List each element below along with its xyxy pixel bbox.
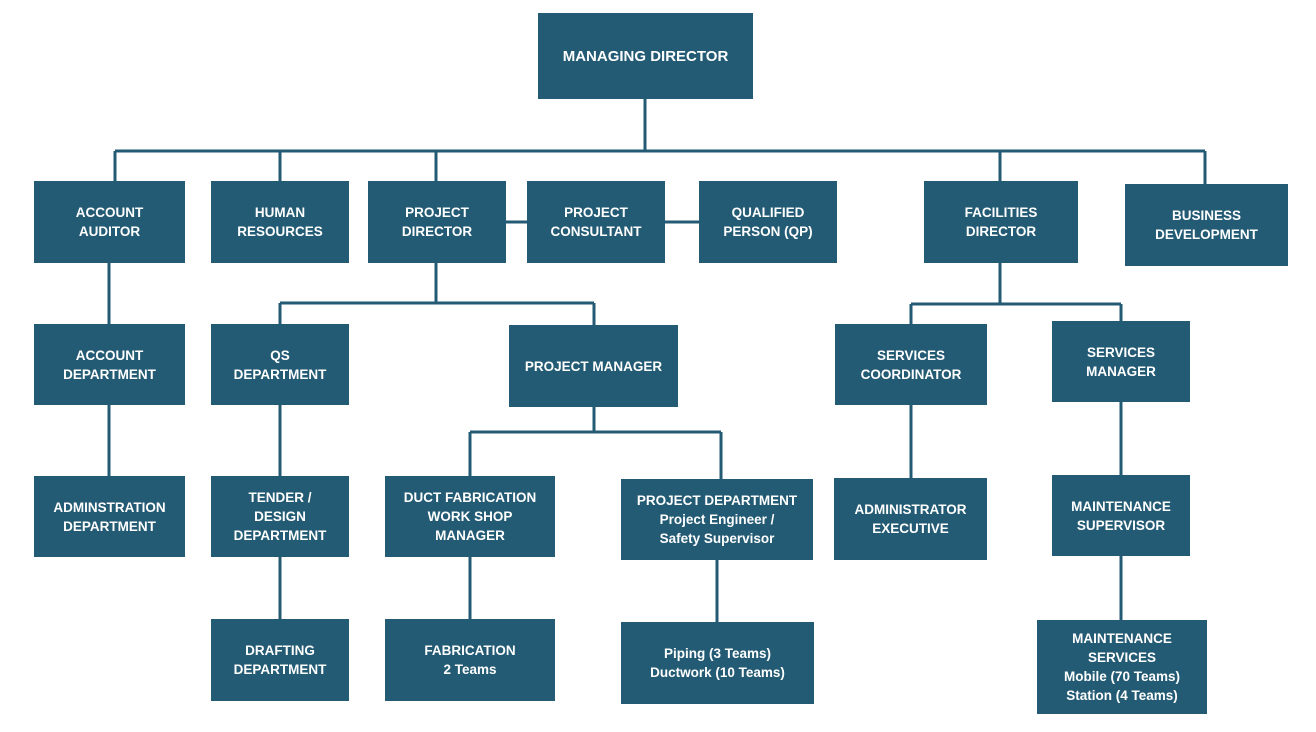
services-manager-box: SERVICES MANAGER [1052, 321, 1190, 402]
node-label: TENDER / [248, 490, 312, 505]
node-label: AUDITOR [78, 224, 141, 239]
node-label: DEPARTMENT [233, 528, 327, 543]
node-label: Project Engineer / [659, 512, 775, 527]
node-label: Station (4 Teams) [1066, 688, 1178, 703]
node-label: MANAGER [435, 528, 505, 543]
maintenance-supervisor-box: MAINTENANCE SUPERVISOR [1052, 475, 1190, 556]
node-label: FACILITIES [964, 205, 1038, 220]
tender-design-department-box: TENDER / DESIGN DEPARTMENT [211, 476, 349, 557]
project-manager-box: PROJECT MANAGER [509, 325, 678, 407]
node-label: MAINTENANCE [1071, 498, 1171, 514]
node-label: DEPARTMENT [63, 518, 156, 534]
maintenance-services-box: MAINTENANCE SERVICES Mobile (70 Teams) S… [1037, 620, 1207, 714]
node-label: DEVELOPMENT [1155, 227, 1258, 242]
account-department-box: ACCOUNT DEPARTMENT [34, 324, 185, 405]
node-label: MANAGER [1086, 363, 1156, 379]
node-label: PROJECT MANAGER [524, 358, 663, 374]
project-consultant-box: PROJECT CONSULTANT [527, 181, 665, 263]
node-label: DUCT FABRICATION [403, 490, 537, 505]
node-label: DIRECTOR [965, 224, 1037, 239]
project-department-box: PROJECT DEPARTMENT Project Engineer / Sa… [621, 479, 813, 560]
node-label: COORDINATOR [860, 366, 962, 382]
administration-department-box: ADMINSTRATION DEPARTMENT [34, 476, 185, 557]
node-label: SERVICES [876, 347, 946, 363]
node-label: MAINTENANCE [1072, 631, 1172, 646]
node-label: BUSINESS [1171, 208, 1242, 223]
node-label: PROJECT [405, 205, 469, 220]
node-label: ADMINSTRATION [53, 499, 166, 515]
node-label: DRAFTING [245, 643, 315, 658]
node-label: ACCOUNT [75, 205, 144, 220]
node-label: DEPARTMENT [233, 366, 327, 382]
node-label: DEPARTMENT [63, 366, 156, 382]
node-label: SUPERVISOR [1076, 517, 1166, 533]
node-label: DIRECTOR [401, 224, 473, 239]
node-label: Piping (3 Teams) [663, 646, 772, 661]
business-development-box: BUSINESS DEVELOPMENT [1125, 184, 1288, 266]
node-label: QS [270, 347, 290, 363]
duct-fabrication-manager-box: DUCT FABRICATION WORK SHOP MANAGER [385, 476, 555, 557]
qualified-person-box: QUALIFIED PERSON (QP) [699, 181, 837, 263]
node-label: SERVICES [1086, 344, 1156, 360]
managing-director-box: MANAGING DIRECTOR [538, 13, 753, 99]
node-label: QUALIFIED [731, 205, 805, 220]
node-label: PROJECT [564, 205, 628, 220]
node-label: FABRICATION [424, 643, 516, 658]
facilities-director-box: FACILITIES DIRECTOR [924, 181, 1078, 263]
node-label: PROJECT DEPARTMENT [636, 493, 798, 508]
administrator-executive-box: ADMINISTRATOR EXECUTIVE [834, 478, 987, 560]
node-label: DEPARTMENT [233, 662, 327, 677]
node-label: Mobile (70 Teams) [1063, 669, 1181, 684]
node-label: RESOURCES [237, 224, 323, 239]
drafting-department-box: DRAFTING DEPARTMENT [211, 619, 349, 701]
piping-ductwork-box: Piping (3 Teams) Ductwork (10 Teams) [621, 622, 814, 704]
account-auditor-box: ACCOUNT AUDITOR [34, 181, 185, 263]
node-label: DESIGN [254, 509, 306, 524]
node-label: ACCOUNT [75, 347, 144, 363]
node-label: WORK SHOP [427, 509, 513, 524]
node-label: Ductwork (10 Teams) [650, 665, 785, 680]
project-director-box: PROJECT DIRECTOR [368, 181, 506, 263]
node-label: ADMINISTRATOR [854, 502, 967, 517]
node-label: HUMAN [254, 205, 306, 220]
node-label: PERSON (QP) [723, 224, 813, 239]
fabrication-box: FABRICATION 2 Teams [385, 619, 555, 701]
node-label: CONSULTANT [550, 224, 642, 239]
node-label: EXECUTIVE [872, 521, 949, 536]
node-label: MANAGING DIRECTOR [562, 47, 729, 65]
node-label: SERVICES [1087, 650, 1157, 665]
services-coordinator-box: SERVICES COORDINATOR [835, 324, 987, 405]
node-label: 2 Teams [443, 662, 497, 677]
node-label: Safety Supervisor [659, 531, 775, 546]
human-resources-box: HUMAN RESOURCES [211, 181, 349, 263]
qs-department-box: QS DEPARTMENT [211, 324, 349, 405]
